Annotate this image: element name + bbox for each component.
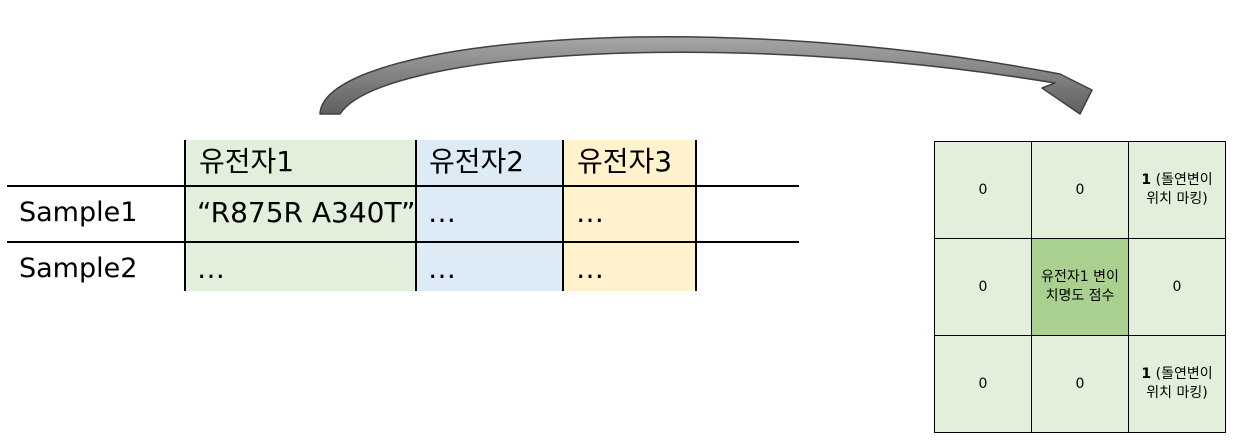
matrix-cell-center: 유전자1 변이 치명도 점수 xyxy=(1031,238,1129,336)
row-label-sample2: Sample2 xyxy=(19,253,138,284)
mutation-mark-note: (돌연변이 위치 마킹) xyxy=(1146,172,1213,207)
table-cell: … xyxy=(576,252,604,285)
mutation-matrix: 0 0 1 (돌연변이 위치 마킹) 0 유전자1 변이 치명도 점수 0 0 … xyxy=(934,141,1226,433)
severity-score-label: 유전자1 변이 치명도 점수 xyxy=(1041,269,1119,304)
matrix-cell-value: 0 xyxy=(1075,375,1085,392)
matrix-cell: 0 xyxy=(934,141,1032,239)
matrix-cell: 0 xyxy=(1128,238,1226,336)
table-cell: … xyxy=(428,252,456,285)
table-cell: … xyxy=(197,252,225,285)
table-column-divider xyxy=(415,140,417,291)
table-column-divider xyxy=(562,140,564,291)
row-label-sample1: Sample1 xyxy=(19,197,138,228)
column-header-gene1: 유전자1 xyxy=(199,145,295,178)
gene1-column-band xyxy=(185,140,416,291)
matrix-cell-mutation-mark: 1 (돌연변이 위치 마킹) xyxy=(1128,141,1226,239)
gene3-column-band xyxy=(563,140,696,291)
matrix-cell: 0 xyxy=(1031,335,1129,433)
table-row-divider xyxy=(7,241,799,243)
matrix-cell: 0 xyxy=(1031,141,1129,239)
table-cell: … xyxy=(428,196,456,229)
matrix-cell-value: 0 xyxy=(1172,278,1182,295)
gene2-column-band xyxy=(416,140,563,291)
matrix-cell-value: 0 xyxy=(1075,181,1085,198)
matrix-cell: 0 xyxy=(934,335,1032,433)
matrix-cell-value: 0 xyxy=(978,375,988,392)
table-cell: … xyxy=(576,196,604,229)
table-column-divider xyxy=(695,140,697,291)
matrix-cell: 0 xyxy=(934,238,1032,336)
mutation-mark-value: 1 xyxy=(1141,366,1152,382)
matrix-cell-value: 0 xyxy=(978,278,988,295)
table-header-divider xyxy=(7,185,799,187)
table-column-divider xyxy=(184,140,186,291)
column-header-gene2: 유전자2 xyxy=(429,145,525,178)
matrix-cell-mutation-mark: 1 (돌연변이 위치 마킹) xyxy=(1128,335,1226,433)
column-header-gene3: 유전자3 xyxy=(577,145,673,178)
mutation-mark-value: 1 xyxy=(1141,172,1152,188)
matrix-cell-value: 0 xyxy=(978,181,988,198)
mutation-mark-note: (돌연변이 위치 마킹) xyxy=(1146,366,1213,401)
table-cell: “R875R A340T” xyxy=(197,196,416,229)
